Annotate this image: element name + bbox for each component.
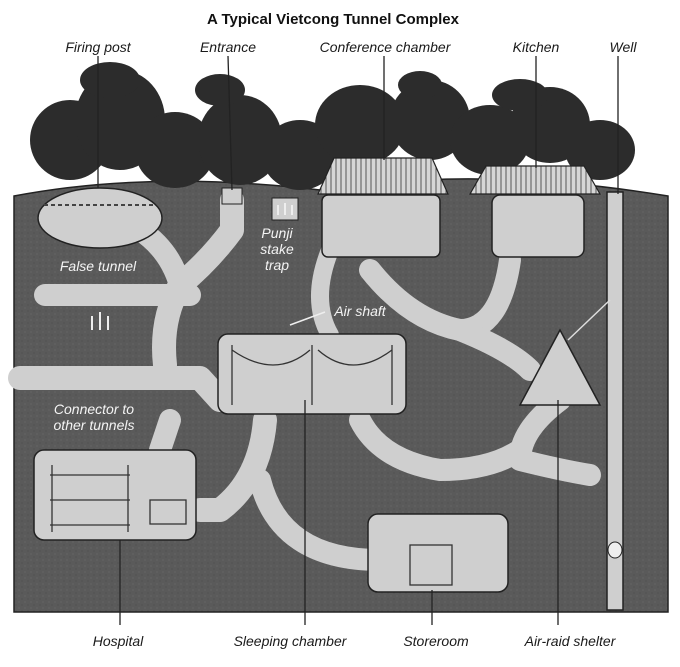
false-tunnel-stakes [91, 312, 109, 330]
conference-chamber [321, 194, 441, 258]
label-firing-post: Firing post [65, 39, 131, 55]
label-conference-chamber: Conference chamber [320, 39, 452, 55]
air-shaft-to-shelter [567, 299, 611, 341]
diagram-title: A Typical Vietcong Tunnel Complex [207, 11, 460, 28]
label-hospital: Hospital [93, 633, 144, 649]
air-shaft [289, 311, 326, 326]
label-punji-line-2: stake [260, 241, 294, 257]
label-air-shaft: Air shaft [333, 303, 386, 319]
label-well: Well [610, 39, 638, 55]
well-bucket [607, 541, 623, 559]
leader-lines [97, 55, 619, 625]
punji-stake-trap [271, 197, 299, 221]
label-kitchen: Kitchen [513, 39, 560, 55]
air-raid-shelter [518, 328, 602, 406]
label-air-raid-shelter: Air-raid shelter [524, 633, 617, 649]
conference-hut-roof [317, 157, 449, 195]
label-false-tunnel: False tunnel [60, 258, 137, 274]
label-punji-line-1: Punji [261, 225, 293, 241]
firing-post-chamber [37, 187, 163, 249]
kitchen-hut-roof [468, 165, 602, 195]
kitchen-chamber [491, 194, 585, 258]
entrance-hatch [221, 187, 243, 205]
label-connector-line-1: Connector to [54, 401, 134, 417]
label-storeroom: Storeroom [403, 633, 469, 649]
hospital-chamber [33, 449, 197, 541]
label-sleeping-chamber: Sleeping chamber [234, 633, 348, 649]
label-entrance: Entrance [200, 39, 256, 55]
label-connector-line-2: other tunnels [54, 417, 135, 433]
storeroom-chamber [367, 513, 509, 593]
well-shaft [606, 191, 624, 611]
label-punji-line-3: trap [265, 257, 289, 273]
